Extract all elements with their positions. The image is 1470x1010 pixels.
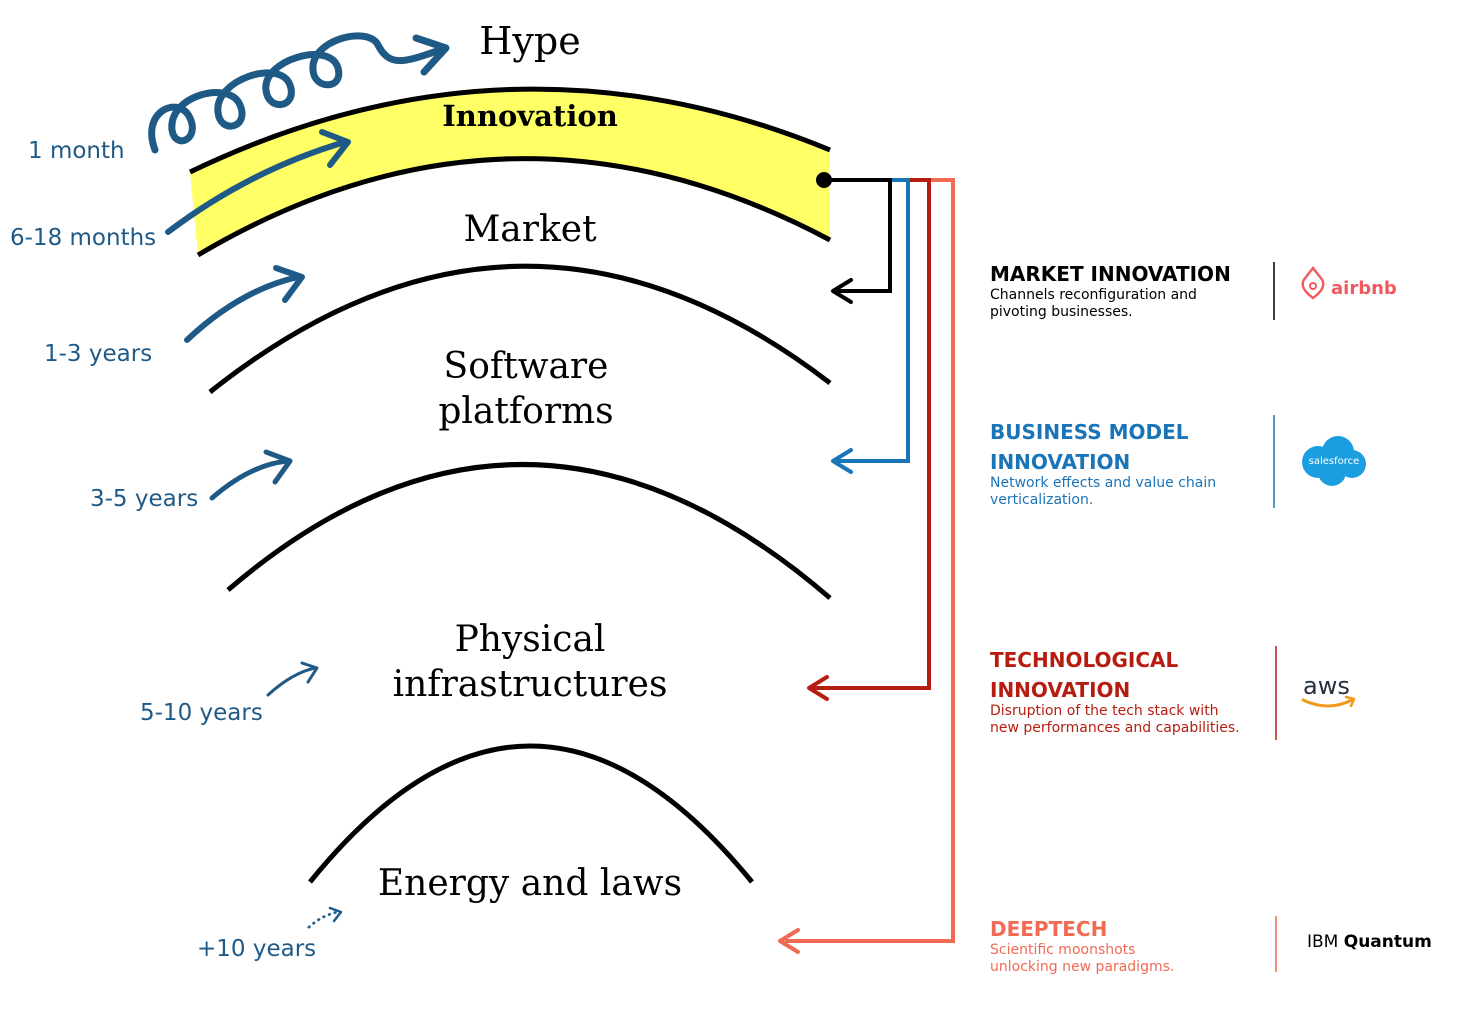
business-innovation-title-line1: BUSINESS MODEL bbox=[990, 420, 1189, 444]
airbnb-logo: airbnb bbox=[1331, 278, 1397, 299]
tech-innovation-title-line1: TECHNOLOGICAL bbox=[990, 648, 1179, 672]
connector-market bbox=[824, 178, 892, 293]
physical-label-line1: Physical bbox=[455, 619, 606, 660]
market-arc bbox=[208, 263, 832, 394]
arrow-10-plus-years bbox=[307, 910, 339, 929]
innovation-label: Innovation bbox=[442, 99, 618, 133]
arrow-3-5-years bbox=[209, 458, 290, 501]
deeptech-title: DEEPTECH bbox=[990, 917, 1107, 941]
salesforce-cloud-icon bbox=[1302, 436, 1366, 486]
hype-arrowhead bbox=[412, 34, 450, 76]
market-innovation-title: MARKET INNOVATION bbox=[990, 262, 1231, 286]
ibm-quantum-logo: IBM Quantum bbox=[1307, 932, 1432, 952]
arrowhead-1-3-years bbox=[273, 265, 305, 303]
physical-label-line2: infrastructures bbox=[393, 664, 668, 705]
connector-business bbox=[824, 178, 910, 463]
arrow-6-18-months bbox=[165, 139, 348, 235]
energy-label: Energy and laws bbox=[378, 863, 682, 904]
hype-label: Hype bbox=[479, 19, 580, 63]
timeframe-10-plus-years: +10 years bbox=[197, 936, 316, 962]
software-arc bbox=[226, 462, 832, 600]
aws-smile-icon bbox=[1301, 695, 1356, 708]
connector-tech bbox=[812, 178, 931, 690]
software-label-line1: Software bbox=[444, 346, 609, 387]
innovation-top-arc bbox=[188, 86, 831, 175]
market-innovation-desc-line2: pivoting businesses. bbox=[990, 304, 1133, 320]
connector-market-arrowhead bbox=[831, 278, 853, 304]
software-label-line2: platforms bbox=[438, 391, 613, 432]
salesforce-logo: salesforce bbox=[1309, 456, 1360, 467]
aws-logo: aws bbox=[1303, 672, 1350, 700]
business-innovation-desc-line1: Network effects and value chain bbox=[990, 475, 1216, 491]
tech-innovation-title-line2: INNOVATION bbox=[990, 678, 1130, 702]
connector-deeptech-arrowhead bbox=[778, 928, 800, 954]
tech-innovation-desc-line2: new performances and capabilities. bbox=[990, 720, 1240, 736]
timeframe-3-5-years: 3-5 years bbox=[90, 486, 198, 512]
energy-arc bbox=[308, 743, 754, 884]
arrowhead-10-plus-years bbox=[328, 906, 343, 923]
business-innovation-title-line2: INNOVATION bbox=[990, 450, 1130, 474]
arrow-5-10-years bbox=[266, 666, 317, 697]
market-innovation-desc-line1: Channels reconfiguration and bbox=[990, 287, 1197, 303]
arrow-1-3-years bbox=[184, 274, 301, 343]
timeframe-5-10-years: 5-10 years bbox=[140, 700, 263, 726]
tech-innovation-desc-line1: Disruption of the tech stack with bbox=[990, 703, 1219, 719]
timeframe-1-3-years: 1-3 years bbox=[44, 341, 152, 367]
timeframe-6-18-months: 6-18 months bbox=[10, 225, 156, 251]
market-label: Market bbox=[463, 209, 597, 250]
quantum-logo-text: Quantum bbox=[1344, 932, 1432, 952]
arrowhead-6-18-months bbox=[319, 129, 351, 168]
connector-business-arrowhead bbox=[831, 448, 853, 474]
arrowhead-5-10-years bbox=[300, 661, 319, 684]
business-innovation-desc-line2: verticalization. bbox=[990, 492, 1093, 508]
deeptech-desc-line1: Scientific moonshots bbox=[990, 942, 1135, 958]
innovation-bottom-arc bbox=[196, 156, 832, 258]
arrowhead-3-5-years bbox=[263, 449, 293, 485]
deeptech-desc-line2: unlocking new paradigms. bbox=[990, 959, 1174, 975]
hype-squiggle-arrow bbox=[148, 32, 444, 154]
innovation-band bbox=[190, 89, 830, 255]
airbnb-icon bbox=[1301, 266, 1325, 300]
connector-tech-arrowhead bbox=[807, 675, 829, 701]
ibm-logo-text: IBM bbox=[1307, 932, 1338, 952]
timeframe-1-month: 1 month bbox=[28, 138, 125, 164]
